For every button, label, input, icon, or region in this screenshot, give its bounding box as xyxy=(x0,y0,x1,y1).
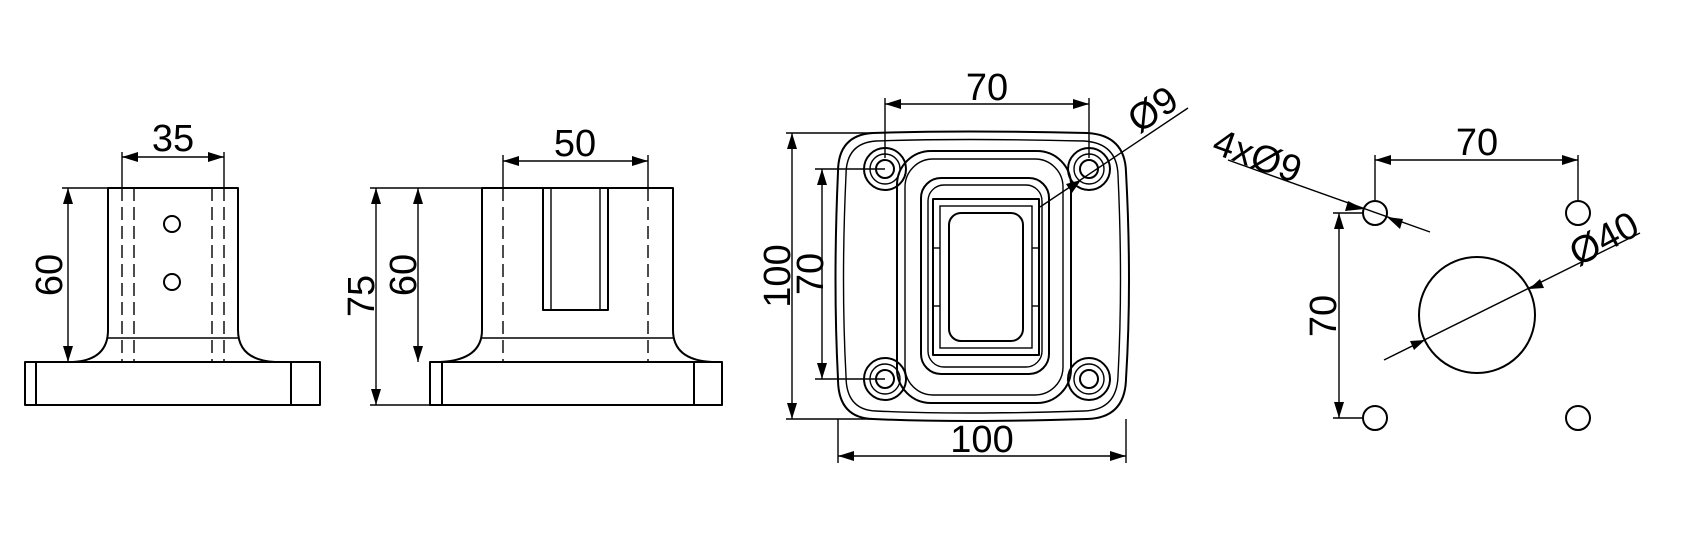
dim-pattern-hole-spacing-y-label: 70 xyxy=(1303,295,1345,337)
dim-side-height-label: 60 xyxy=(383,254,425,296)
top-view: 70 Ø9 100 70 100 xyxy=(757,67,1189,463)
dim-top-hole-leader-arrow xyxy=(1066,180,1081,193)
dim-pattern-holes-arrow-1 xyxy=(1345,201,1364,211)
pattern-hole-tr xyxy=(1565,200,1591,226)
dim-front-60-arrow-bottom xyxy=(63,346,73,362)
front-view: 35 60 xyxy=(24,118,321,406)
dim-top-70y-arrow-top xyxy=(817,169,827,185)
top-tube-bore xyxy=(948,212,1024,342)
dim-pattern-bore-diameter-label: Ø40 xyxy=(1563,204,1646,275)
dim-top-70y-arrow-bottom xyxy=(817,363,827,379)
top-tube-inner xyxy=(939,205,1033,349)
dim-pattern-bore-leader xyxy=(1383,232,1641,361)
top-outer-plate-inner xyxy=(842,138,1122,414)
dim-pattern-bore-arrow-2 xyxy=(1529,279,1544,289)
dim-top-100x-arrow-right xyxy=(1110,451,1126,461)
dim-pattern-hole-spacing-x-label: 70 xyxy=(1456,122,1498,164)
dim-top-100y-arrow-top xyxy=(787,133,797,149)
side-slot xyxy=(542,188,609,311)
pattern-hole-bl xyxy=(1362,405,1388,431)
dim-side-60-arrow-top xyxy=(413,188,423,204)
dim-front-width-label: 35 xyxy=(152,118,194,160)
dim-top-hole-diameter-label: Ø9 xyxy=(1121,78,1187,141)
dim-top-outer-width-label: 100 xyxy=(950,419,1013,461)
dim-top-outer-height-label: 100 xyxy=(757,244,799,307)
dim-pattern-70x-arrow-left xyxy=(1375,155,1391,165)
top-collar-outer xyxy=(896,150,1072,404)
pattern-center-bore xyxy=(1418,256,1536,374)
top-hole-br xyxy=(1067,357,1111,401)
dim-pattern-bore-arrow-1 xyxy=(1410,340,1425,350)
dim-pattern-holes-arrow-2 xyxy=(1387,217,1403,229)
front-upright xyxy=(72,187,276,363)
dim-front-height-label: 60 xyxy=(29,254,71,296)
dim-front-60-arrow-top xyxy=(63,188,73,204)
top-collar-step-inner xyxy=(927,184,1043,368)
dim-pattern-70x-arrow-right xyxy=(1562,155,1578,165)
front-base-plate xyxy=(24,361,321,406)
dim-side-overall-height-label: 75 xyxy=(341,275,383,317)
dim-side-60-arrow-bottom xyxy=(413,346,423,362)
pattern-hole-br xyxy=(1565,405,1591,431)
front-screw-hole-upper xyxy=(163,215,181,233)
dim-pattern-70y-arrow-top xyxy=(1334,213,1344,229)
dim-top-hole-leader xyxy=(1039,107,1189,208)
top-outer-plate xyxy=(834,130,1130,422)
dim-top-70x-arrow-left xyxy=(885,99,901,109)
dim-top-hole-spacing-y-label: 70 xyxy=(790,253,832,295)
hole-pattern-view: 4xØ9 70 Ø40 70 xyxy=(1207,121,1646,431)
dim-pattern-70y-arrow-bottom xyxy=(1334,402,1344,418)
dim-side-50-arrow-left xyxy=(503,156,519,166)
dim-pattern-holes-label: 4xØ9 xyxy=(1207,121,1307,192)
dim-side-75-arrow-bottom xyxy=(371,389,381,405)
dim-top-100x-arrow-left xyxy=(838,451,854,461)
top-collar-step xyxy=(920,177,1050,375)
dim-top-100y-arrow-bottom xyxy=(787,403,797,419)
dim-top-70x-arrow-right xyxy=(1073,99,1089,109)
dim-side-75-arrow-top xyxy=(371,188,381,204)
side-base-plate xyxy=(429,361,723,406)
side-view: 50 75 60 xyxy=(341,123,723,406)
front-screw-hole-lower xyxy=(163,273,181,291)
dim-side-width-label: 50 xyxy=(554,123,596,165)
dim-top-hole-spacing-x-label: 70 xyxy=(966,67,1008,109)
top-tube-outer xyxy=(932,198,1040,356)
side-upright xyxy=(439,187,713,363)
dim-side-50-arrow-right xyxy=(632,156,648,166)
dim-front-35-arrow-right xyxy=(208,152,224,162)
top-collar-inner xyxy=(904,158,1064,396)
dim-front-35-arrow-left xyxy=(122,152,138,162)
